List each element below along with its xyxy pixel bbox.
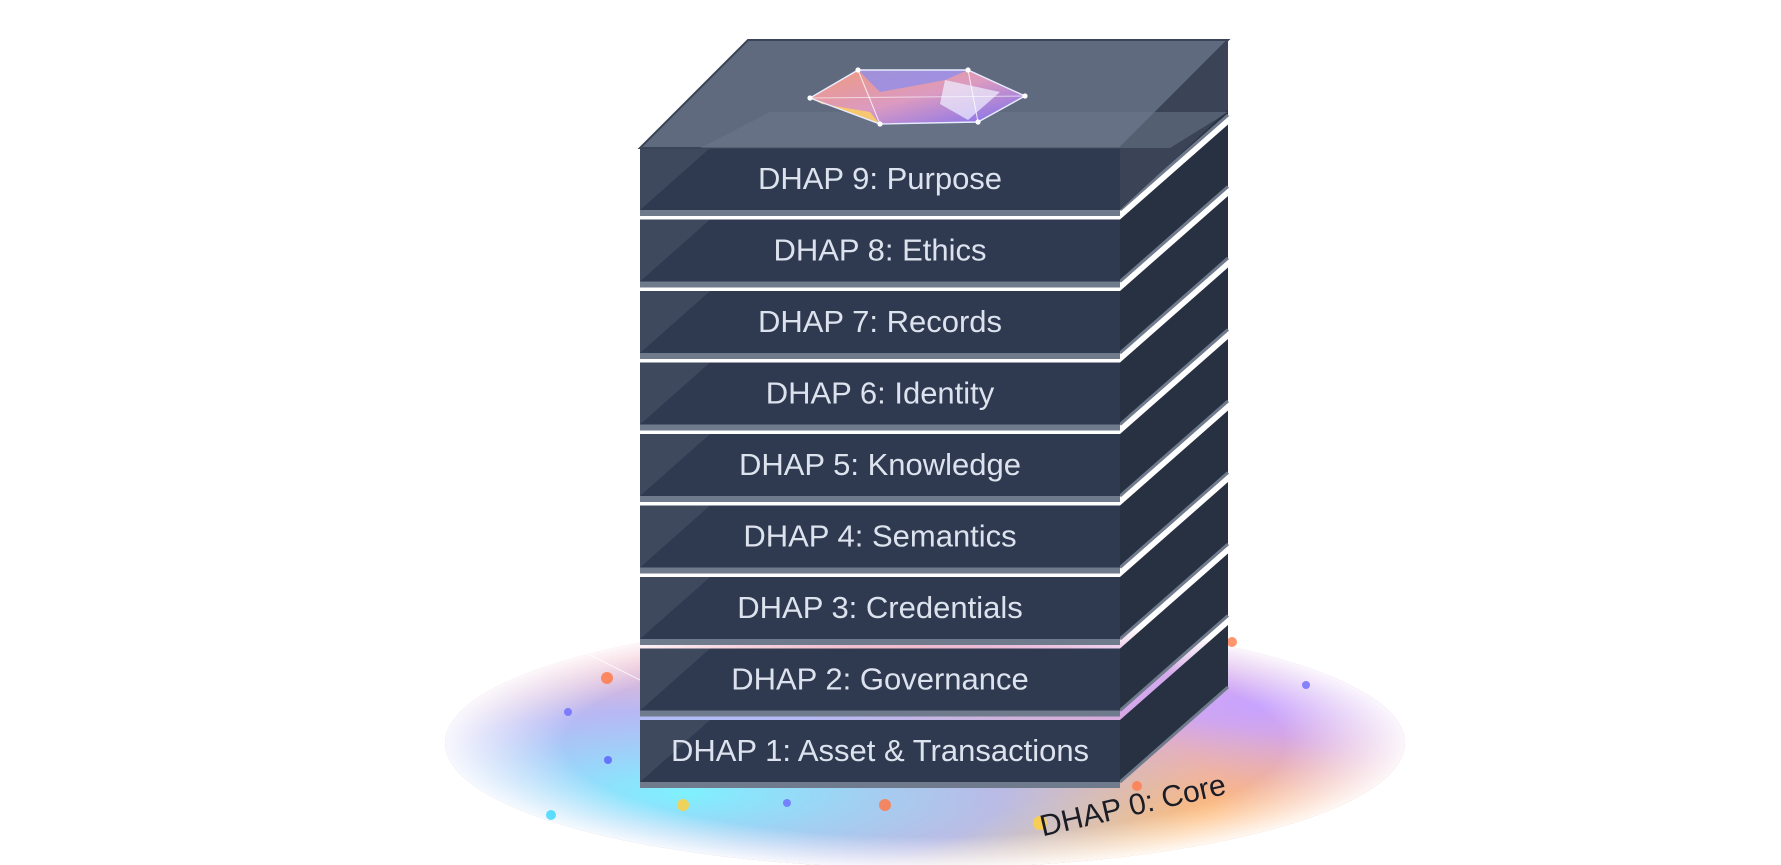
layer-sheen	[640, 219, 710, 282]
layer-side-face	[1120, 124, 1228, 282]
layer-front-face	[640, 434, 1120, 496]
layer-front-face	[640, 362, 1120, 425]
layer-4: DHAP 4: Semantics	[640, 410, 1229, 574]
layer-separator	[640, 281, 1120, 288]
layer-front-face	[640, 148, 1120, 210]
layer-side-face	[1120, 196, 1228, 353]
layer-separator	[640, 710, 1120, 717]
layer-front-face	[640, 720, 1120, 782]
layer-separator	[640, 353, 1120, 359]
layer-7: DHAP 7: Records	[640, 196, 1229, 359]
layer-sheen	[640, 148, 710, 210]
layer-label: DHAP 1: Asset & Transactions	[671, 733, 1089, 768]
layer-6: DHAP 6: Identity	[640, 267, 1229, 431]
layer-separator	[640, 567, 1120, 574]
layer-label: DHAP 4: Semantics	[743, 519, 1016, 554]
layer-9: DHAP 9: Purpose	[640, 53, 1229, 216]
layer-front-face	[640, 219, 1120, 282]
layer-2: DHAP 2: Governance	[640, 553, 1229, 717]
layer-separator	[640, 424, 1120, 431]
layer-front-face	[640, 505, 1120, 568]
layer-side-edge	[1119, 256, 1229, 355]
layer-label: DHAP 5: Knowledge	[739, 447, 1021, 482]
layer-sheen	[640, 291, 710, 353]
core-disc-nodes	[546, 637, 1310, 830]
layer-separator	[640, 496, 1120, 502]
layer-label: DHAP 7: Records	[758, 304, 1002, 339]
layer-front-face	[640, 577, 1120, 639]
layer-label: DHAP 2: Governance	[731, 662, 1029, 697]
layer-sheen	[640, 362, 710, 425]
layer-stack: DHAP 1: Asset & Transactions DHAP 2: Gove…	[640, 53, 1229, 788]
layer-separator	[640, 639, 1120, 645]
layer-side-face	[1120, 625, 1228, 782]
layer-3: DHAP 3: Credentials	[640, 482, 1229, 645]
layer-side-edge	[1119, 113, 1229, 212]
layer-separator	[640, 210, 1120, 216]
layer-5: DHAP 5: Knowledge	[640, 339, 1229, 502]
layer-side-face	[1120, 553, 1228, 711]
layer-side-face	[1120, 482, 1228, 639]
layer-side-edge	[1119, 685, 1229, 784]
layer-side-edge	[1119, 614, 1229, 712]
layer-sheen	[640, 648, 710, 711]
layer-side-edge	[1119, 328, 1229, 426]
layer-side-face	[1120, 339, 1228, 496]
layer-side-edge	[1119, 185, 1229, 283]
layer-label: DHAP 6: Identity	[766, 376, 995, 411]
layer-sheen	[640, 434, 710, 496]
crystal-polyhedron-icon	[807, 67, 1028, 127]
layer-sheen	[640, 577, 710, 639]
layer-sheen	[640, 720, 710, 782]
layer-sheen	[640, 505, 710, 568]
layer-separator	[640, 782, 1120, 788]
layer-front-face	[640, 291, 1120, 353]
layer-label: DHAP 8: Ethics	[773, 233, 986, 268]
layer-8: DHAP 8: Ethics	[640, 124, 1229, 288]
layer-label: DHAP 3: Credentials	[737, 590, 1022, 625]
layer-side-edge	[1119, 471, 1229, 569]
layer-side-edge	[1119, 542, 1229, 641]
layer-side-face	[1120, 267, 1228, 425]
layer-label: DHAP 9: Purpose	[758, 161, 1002, 196]
layer-side-edge	[1119, 399, 1229, 498]
layer-1: DHAP 1: Asset & Transactions	[640, 625, 1229, 788]
layer-front-face	[640, 648, 1120, 711]
layer-side-face	[1120, 410, 1228, 568]
